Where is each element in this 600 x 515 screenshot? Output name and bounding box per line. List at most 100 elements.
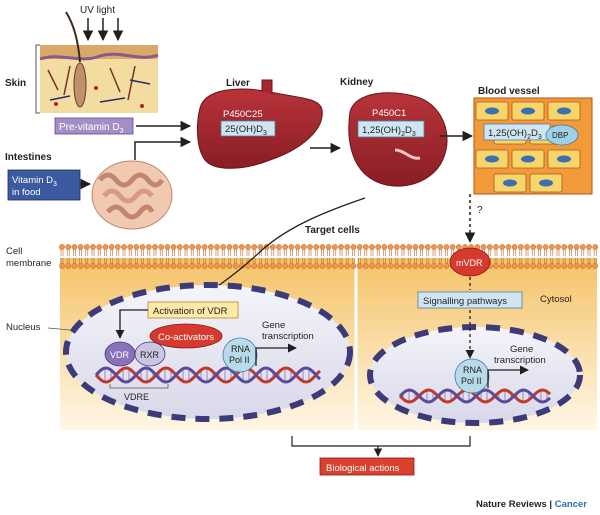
gene-tx-right-1: Gene	[510, 344, 533, 355]
blood-product-text-b: D	[531, 128, 538, 139]
lipid-head	[158, 263, 165, 269]
liver-product-text: 25(OH)D	[225, 124, 263, 135]
lipid-head	[356, 263, 363, 269]
lipid-head	[400, 263, 406, 269]
lipid-head	[282, 263, 289, 269]
lipid-head	[586, 244, 592, 250]
lipid-head	[294, 244, 301, 250]
lipid-head	[511, 244, 518, 250]
lipid-head	[480, 244, 487, 250]
kidney-enzyme: P450C1	[372, 108, 406, 119]
lipid-head	[406, 263, 413, 269]
lipid-head	[232, 263, 239, 269]
lipid-head	[499, 263, 506, 269]
lipid-head	[152, 244, 158, 250]
lipid-head	[170, 244, 177, 250]
lipid-head	[164, 263, 171, 269]
lipid-head	[183, 263, 189, 269]
vitamin-food-sub: 3	[53, 181, 57, 188]
lipid-head	[548, 244, 555, 250]
lipid-head	[176, 263, 183, 269]
lipid-head	[121, 244, 127, 250]
lipid-head	[573, 244, 580, 250]
lipid-head	[424, 263, 431, 269]
cytosol-label: Cytosol	[540, 294, 572, 305]
vitamin-food-box: Vitamin D3 in food	[7, 169, 81, 201]
dbp-bubble: DBP	[545, 124, 579, 146]
lipid-head	[586, 263, 592, 269]
vdr-bubble: VDR	[104, 341, 136, 367]
lipid-head	[108, 244, 115, 250]
cell-membrane-label-2: membrane	[6, 258, 51, 269]
lipid-head	[96, 244, 103, 250]
rna-pol-left-1: RNA	[231, 344, 250, 354]
kidney-product-text-a: 1,25(OH)	[362, 125, 401, 136]
lipid-head	[524, 263, 530, 269]
coactivators-label: Co-activators	[158, 332, 214, 343]
vdre-bracket	[109, 384, 169, 389]
lipid-head	[164, 244, 171, 250]
kidney-product-sub1: 2	[401, 131, 405, 138]
lipid-head	[170, 263, 177, 269]
lipid-head	[226, 263, 233, 269]
signalling-box: Signalling pathways	[417, 291, 523, 309]
cell-membrane-label-1: Cell	[6, 246, 22, 257]
lipid-head	[176, 244, 183, 250]
activation-arrow	[115, 309, 148, 339]
lipid-head	[344, 263, 351, 269]
lipid-head	[269, 263, 276, 269]
kidney-label: Kidney	[340, 77, 374, 88]
rna-pol-left-2: Pol II	[229, 355, 250, 365]
lipid-head	[561, 263, 568, 269]
lipid-head	[245, 244, 251, 250]
lipid-head	[393, 244, 400, 250]
lipid-head	[579, 244, 586, 250]
lipid-head	[77, 244, 84, 250]
lipid-head	[263, 263, 270, 269]
pre-vitamin-sub: 3	[120, 128, 124, 135]
lipid-head	[548, 263, 555, 269]
uv-light-label: UV light	[80, 5, 115, 16]
intestines-illustration	[91, 160, 173, 230]
lipid-head	[369, 244, 375, 250]
lipid-head	[245, 263, 251, 269]
vitamin-food-line1: Vitamin D	[12, 175, 53, 186]
mvdr-bubble: mVDR	[449, 247, 491, 277]
lipid-head	[158, 244, 165, 250]
lipid-head	[114, 263, 121, 269]
nucleus-pointer	[47, 327, 71, 331]
lipid-head	[592, 263, 599, 269]
vdr-label: VDR	[110, 350, 130, 360]
activation-vdr-box: Activation of VDR	[147, 301, 239, 319]
cell-membrane-illustration	[59, 244, 599, 269]
biological-actions-box: Biological actions	[319, 457, 415, 476]
lipid-head	[288, 244, 295, 250]
lipid-head	[65, 244, 72, 250]
lipid-head	[381, 244, 388, 250]
liver-vessel	[261, 79, 273, 94]
rxr-label: RXR	[140, 350, 160, 360]
vdre-label: VDRE	[124, 392, 149, 402]
pre-vitamin-text: Pre-vitamin D	[59, 122, 120, 133]
intestines-to-liver-arrow	[134, 136, 192, 160]
lipid-head	[300, 263, 307, 269]
svg-text:1,25(OH)2D3: 1,25(OH)2D3	[488, 128, 542, 141]
lipid-head	[96, 263, 103, 269]
lipid-head	[307, 263, 313, 269]
lipid-head	[214, 263, 220, 269]
svg-text:Pre-vitamin D3: Pre-vitamin D3	[59, 122, 124, 135]
lipid-head	[102, 263, 109, 269]
lipid-head	[375, 263, 382, 269]
intestines-label: Intestines	[5, 152, 52, 163]
lipid-head	[220, 244, 227, 250]
lipid-head	[567, 263, 574, 269]
rxr-bubble: RXR	[134, 341, 166, 367]
lipid-head	[561, 244, 568, 250]
lipid-head	[431, 263, 437, 269]
lipid-head	[412, 244, 419, 250]
lipid-head	[493, 244, 499, 250]
lipid-head	[238, 244, 245, 250]
lipid-head	[257, 244, 264, 250]
signalling-label: Signalling pathways	[423, 296, 507, 307]
lipid-head	[400, 244, 406, 250]
